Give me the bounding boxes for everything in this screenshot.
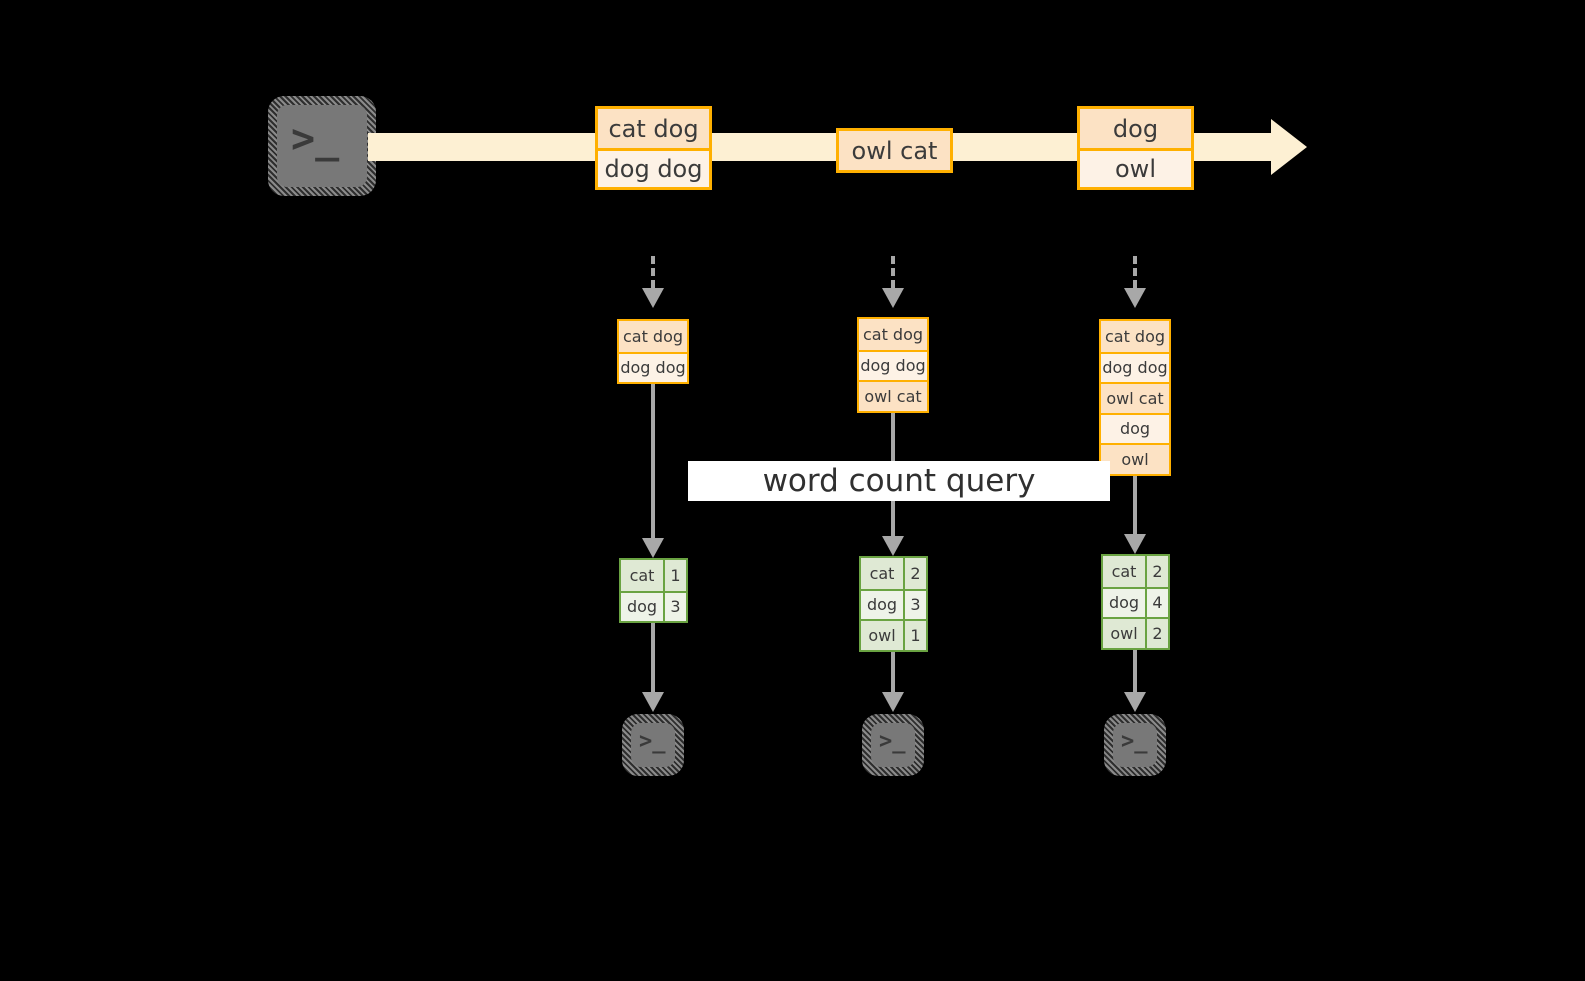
accumulated-line: dog bbox=[1101, 412, 1169, 443]
stream-message-line: owl cat bbox=[839, 131, 950, 170]
result-word: cat bbox=[1103, 556, 1147, 587]
stream-message-line: dog dog bbox=[598, 148, 709, 187]
result-row: owl 2 bbox=[1103, 617, 1168, 648]
snapshot-1-query-arrowhead bbox=[642, 538, 664, 558]
result-word: cat bbox=[621, 560, 665, 591]
stream-message-3: dog owl bbox=[1077, 106, 1194, 190]
source-terminal-icon: >_ bbox=[268, 96, 376, 196]
accumulated-line: dog dog bbox=[619, 351, 687, 382]
snapshot-1-sink-terminal-icon: >_ bbox=[622, 714, 684, 776]
accumulated-line: owl cat bbox=[859, 380, 927, 411]
snapshot-2-sink-line bbox=[891, 650, 895, 694]
terminal-prompt-glyph: >_ bbox=[291, 116, 340, 162]
snapshot-trigger-line-2 bbox=[891, 256, 895, 288]
query-label-band: word count query bbox=[688, 461, 1110, 501]
snapshot-1-accumulated-messages: cat dog dog dog bbox=[617, 319, 689, 384]
snapshot-3-sink-line bbox=[1133, 648, 1137, 694]
result-count: 1 bbox=[910, 625, 921, 645]
snapshot-2-sink-arrowhead bbox=[882, 692, 904, 712]
snapshot-1-sink-line bbox=[651, 620, 655, 694]
stream-message-2: owl cat bbox=[836, 128, 953, 173]
stream-message-line: cat dog bbox=[598, 109, 709, 148]
result-word: dog bbox=[621, 592, 665, 621]
snapshot-trigger-line-1 bbox=[651, 256, 655, 288]
result-row: dog 4 bbox=[1103, 586, 1168, 617]
result-count: 3 bbox=[670, 597, 681, 617]
snapshot-2-result-table: cat 2 dog 3 owl 1 bbox=[859, 556, 928, 652]
result-count: 2 bbox=[1152, 561, 1163, 581]
terminal-body bbox=[1113, 723, 1157, 767]
snapshot-1-sink-arrowhead bbox=[642, 692, 664, 712]
snapshot-3-query-line bbox=[1133, 475, 1137, 548]
accumulated-line: cat dog bbox=[619, 321, 687, 352]
result-word: owl bbox=[1103, 619, 1147, 648]
result-row: cat 2 bbox=[1103, 556, 1168, 587]
snapshot-2-query-arrowhead bbox=[882, 536, 904, 556]
snapshot-3-accumulated-messages: cat dog dog dog owl cat dog owl bbox=[1099, 319, 1171, 476]
stream-message-1: cat dog dog dog bbox=[595, 106, 712, 190]
snapshot-trigger-arrowhead-2 bbox=[882, 288, 904, 308]
snapshot-2-sink-terminal-icon: >_ bbox=[862, 714, 924, 776]
result-count: 3 bbox=[910, 595, 921, 615]
accumulated-line: cat dog bbox=[1101, 321, 1169, 352]
terminal-body bbox=[631, 723, 675, 767]
query-label-text: word count query bbox=[762, 463, 1036, 499]
result-row: owl 1 bbox=[861, 619, 926, 650]
event-stream-arrowhead bbox=[1271, 119, 1307, 175]
result-count: 2 bbox=[910, 563, 921, 583]
snapshot-2-accumulated-messages: cat dog dog dog owl cat bbox=[857, 317, 929, 413]
accumulated-line: cat dog bbox=[859, 319, 927, 350]
snapshot-trigger-arrowhead-3 bbox=[1124, 288, 1146, 308]
snapshot-trigger-line-3 bbox=[1133, 256, 1137, 288]
snapshot-3-result-table: cat 2 dog 4 owl 2 bbox=[1101, 554, 1170, 650]
accumulated-line: owl cat bbox=[1101, 382, 1169, 413]
result-row: cat 1 bbox=[621, 560, 686, 591]
terminal-prompt-glyph: >_ bbox=[639, 729, 666, 754]
snapshot-trigger-arrowhead-1 bbox=[642, 288, 664, 308]
accumulated-line: dog dog bbox=[859, 349, 927, 380]
result-count: 2 bbox=[1152, 623, 1163, 643]
result-count: 4 bbox=[1152, 593, 1163, 613]
stream-message-line: owl bbox=[1080, 148, 1191, 187]
result-row: cat 2 bbox=[861, 558, 926, 589]
snapshot-3-sink-arrowhead bbox=[1124, 692, 1146, 712]
result-word: owl bbox=[861, 621, 905, 650]
terminal-prompt-glyph: >_ bbox=[879, 729, 906, 754]
terminal-prompt-glyph: >_ bbox=[1121, 729, 1148, 754]
stream-message-line: dog bbox=[1080, 109, 1191, 148]
result-row: dog 3 bbox=[861, 588, 926, 619]
terminal-body bbox=[277, 105, 367, 187]
result-row: dog 3 bbox=[621, 590, 686, 621]
snapshot-1-query-line bbox=[651, 382, 655, 550]
result-word: dog bbox=[1103, 588, 1147, 617]
result-word: dog bbox=[861, 590, 905, 619]
result-word: cat bbox=[861, 558, 905, 589]
snapshot-3-query-arrowhead bbox=[1124, 534, 1146, 554]
result-count: 1 bbox=[670, 565, 681, 585]
terminal-body bbox=[871, 723, 915, 767]
accumulated-line: dog dog bbox=[1101, 351, 1169, 382]
snapshot-3-sink-terminal-icon: >_ bbox=[1104, 714, 1166, 776]
accumulated-line: owl bbox=[1101, 443, 1169, 474]
snapshot-1-result-table: cat 1 dog 3 bbox=[619, 558, 688, 623]
